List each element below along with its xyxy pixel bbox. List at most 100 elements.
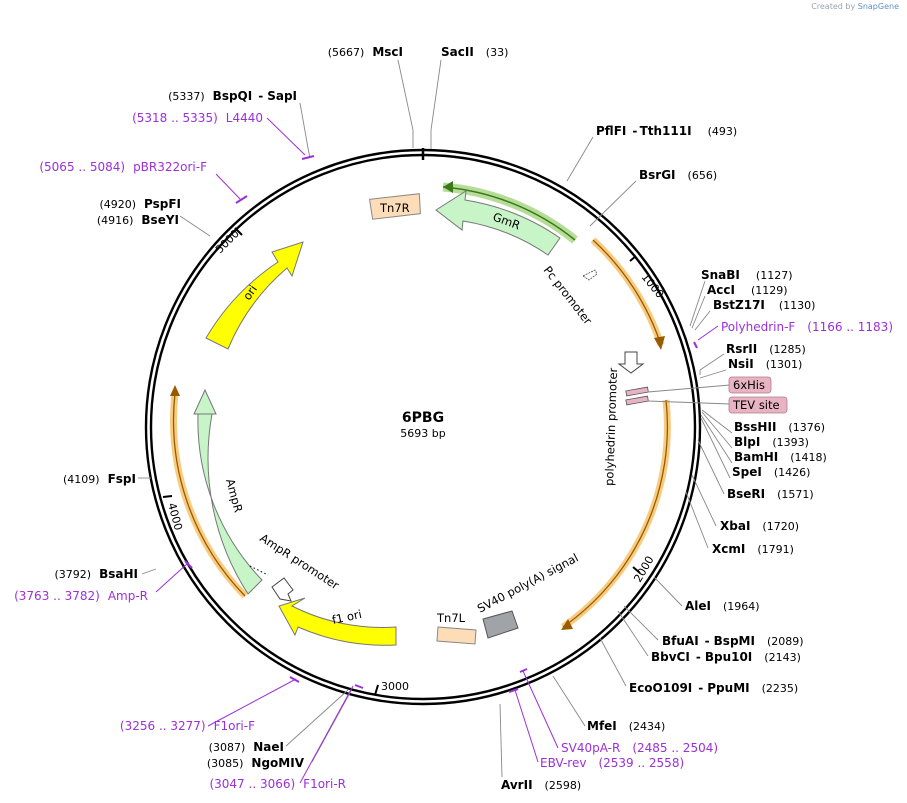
enzyme-bbvci-bpu10i[interactable]: BbvCI-Bpu10I(2143) (651, 650, 801, 664)
enzyme-bseyi[interactable]: (4916)BseYI (97, 213, 179, 227)
enzyme-fspi[interactable]: (4109)FspI (63, 472, 136, 486)
primer-amp-r[interactable]: (3763 .. 3782)Amp-R (14, 589, 148, 603)
tick-1000 (629, 255, 637, 262)
enzyme-naei[interactable]: (3087)NaeI (209, 740, 284, 754)
leader-f1ori-f (207, 678, 297, 727)
mark-f1ori-f (289, 676, 300, 683)
leader-l4440 (266, 117, 306, 156)
mark-f1ori-r (354, 684, 364, 689)
leader-bseyi (179, 215, 211, 237)
tn7l-feature[interactable] (436, 626, 477, 645)
leader-xbai (691, 474, 717, 527)
tick-4000 (162, 495, 173, 498)
enzyme-snabi[interactable]: SnaBI(1127) (701, 268, 792, 282)
leader-avrii (499, 703, 503, 778)
primer-f1ori-f[interactable]: (3256 .. 3277)F1ori-F (120, 719, 255, 733)
his-tag-badge[interactable] (728, 376, 772, 394)
his-tag-mark[interactable] (625, 386, 649, 397)
gmr-feature[interactable] (435, 190, 561, 256)
tev-site-label: TEV site (732, 398, 780, 412)
enzyme-bspqi-sapi[interactable]: (5337)BspQI-SapI (168, 89, 297, 103)
enzyme-sacii[interactable]: SacII(33) (441, 45, 508, 59)
primer-f1ori-r[interactable]: (3047 .. 3066)F1ori-R (209, 777, 346, 791)
enzyme-labels: (5667)MscI SacII(33) (5337)BspQI-SapI Pf… (55, 45, 827, 792)
f1-ori-feature[interactable] (278, 597, 397, 646)
gmr-halo-arrowhead (443, 181, 453, 193)
ampr-halo-line (172, 392, 246, 597)
enzyme-nsii[interactable]: NsiI(1301) (728, 357, 802, 371)
enzyme-bsrgi[interactable]: BsrGI(656) (639, 168, 717, 182)
tick-5000 (234, 227, 243, 236)
enzyme-mscl[interactable]: (5667)MscI (328, 45, 403, 59)
leader-mfei (552, 675, 586, 727)
tn7l-label: Tn7L (436, 611, 466, 625)
sv40-polya-feature[interactable] (482, 610, 519, 639)
leader-f1ori-r (299, 685, 354, 784)
mark-polyhedrin-f (693, 341, 698, 349)
ori-feature[interactable] (205, 241, 304, 350)
enzyme-bamhi[interactable]: BamHI(1418) (734, 450, 827, 464)
tev-site-badge[interactable] (728, 396, 788, 414)
enzyme-ngomiv[interactable]: (3085)NgoMIV (207, 756, 305, 770)
ampr-feature[interactable] (197, 413, 263, 595)
polyhedrin-promoter-label: polyhedrin promoter (602, 367, 620, 486)
leader-bspqi (299, 102, 311, 159)
tev-site-mark[interactable] (625, 395, 649, 406)
tag-leaders (647, 384, 731, 405)
plasmid-name: 6PBG (402, 410, 444, 426)
enzyme-bsahi[interactable]: (3792)BsaHI (55, 567, 138, 581)
leader-bseri (697, 439, 725, 495)
enzyme-alei[interactable]: AleI(1964) (685, 599, 760, 613)
enzyme-blpi[interactable]: BlpI(1393) (734, 435, 809, 449)
enzyme-pflfi-tth111i[interactable]: PflFI-Tth111I(493) (596, 124, 737, 138)
enzyme-acci[interactable]: AccI(1129) (707, 283, 788, 297)
pc-promoter-arrow[interactable] (582, 269, 598, 281)
tick-3000 (374, 684, 379, 696)
leader-rsrii (699, 353, 725, 375)
leader-mscl (397, 59, 414, 148)
enzyme-bstz17i[interactable]: BstZ17I(1130) (713, 298, 815, 312)
primer-l4440[interactable]: (5318 .. 5335)L4440 (132, 111, 263, 125)
enzyme-ecoo109i-ppumi[interactable]: EcoO109I-PpuMI(2235) (629, 681, 798, 695)
primer-sv40pa-r[interactable]: SV40pA-R(2485 .. 2504) (561, 741, 718, 755)
primer-polyhedrin-f[interactable]: Polyhedrin-F(1166 .. 1183) (721, 320, 893, 334)
enzyme-bfuai-bspmi[interactable]: BfuAI-BspMI(2089) (662, 634, 804, 648)
enzyme-xbai[interactable]: XbaI(1720) (720, 519, 799, 533)
enzyme-leaders (138, 59, 733, 778)
enzyme-rsrii[interactable]: RsrII(1285) (726, 342, 806, 356)
leader-blpi (701, 411, 733, 449)
polyhedrin-promoter-arrow[interactable] (617, 351, 645, 374)
enzyme-xcmi[interactable]: XcmI(1791) (712, 542, 794, 556)
leader-sv40pa-r (522, 670, 559, 749)
mark-l4440 (301, 155, 315, 160)
leader-alei (653, 576, 683, 607)
mark-ebv-rev (508, 688, 519, 693)
enzyme-pspfi[interactable]: (4920)PspFI (99, 197, 181, 211)
ampr-promoter-arrow[interactable] (271, 577, 294, 602)
leader-sacii (430, 59, 442, 149)
primer-pbr322ori-f[interactable]: (5065 .. 5084)pBR322ori-F (39, 160, 207, 174)
leader-nsii (699, 369, 727, 379)
leader-spei (700, 417, 731, 479)
leader-tev (647, 400, 731, 405)
leader-ebv-rev (514, 689, 539, 763)
leader-bamhi (700, 414, 733, 464)
primer-ebv-rev[interactable]: EBV-rev(2539 .. 2558) (540, 756, 684, 770)
ampr-label: AmpR (223, 477, 245, 514)
enzyme-spei[interactable]: SpeI(1426) (732, 465, 810, 479)
leader-bbvci (617, 610, 649, 657)
enzyme-bsshii[interactable]: BssHII(1376) (734, 420, 825, 434)
leader-bsrgi (589, 180, 637, 227)
leader-xcmi (685, 491, 709, 549)
leader-acci (691, 295, 706, 329)
leader-pflfi (566, 136, 594, 182)
enzyme-mfei[interactable]: MfeI(2434) (587, 719, 665, 733)
tick-label-4000: 4000 (165, 501, 185, 531)
orf-halo-upper-line (592, 239, 662, 346)
tn7r-feature[interactable] (368, 193, 421, 220)
ampr-halo-arrowhead (170, 385, 180, 396)
gmr-halo-line (442, 186, 576, 241)
enzyme-avrii[interactable]: AvrII(2598) (501, 778, 581, 792)
enzyme-beseri[interactable]: BseRI(1571) (727, 487, 814, 501)
